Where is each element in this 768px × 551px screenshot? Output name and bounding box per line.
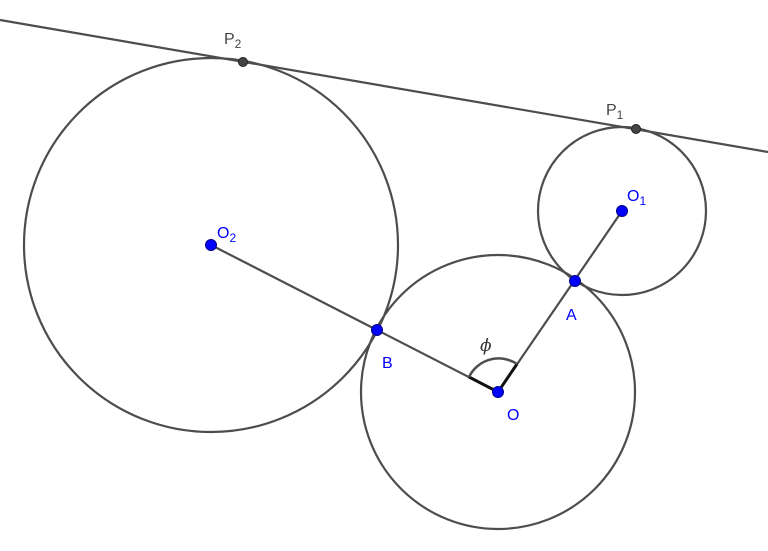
- label-p2: P2: [224, 31, 242, 51]
- label-o1: O1: [627, 188, 646, 208]
- circle-o: [359, 253, 637, 531]
- point-o[interactable]: [492, 386, 504, 398]
- label-o: O: [507, 407, 519, 424]
- segment-o1-o: [497, 210, 623, 393]
- point-o2[interactable]: [205, 239, 217, 251]
- angle-phi-arc: [467, 357, 518, 378]
- angle-phi-label: ϕ: [480, 336, 492, 356]
- segment-o2-o: [210, 244, 499, 393]
- point-o1[interactable]: [616, 205, 628, 217]
- circle-o1: [536, 125, 708, 297]
- label-b: B: [382, 355, 393, 372]
- point-p2[interactable]: [238, 57, 248, 67]
- label-a: A: [566, 307, 577, 324]
- point-a[interactable]: [569, 275, 581, 287]
- circle-o2: [22, 56, 400, 434]
- label-o2: O2: [217, 225, 236, 245]
- point-p1[interactable]: [631, 124, 641, 134]
- label-p1: P1: [606, 102, 624, 122]
- point-b[interactable]: [371, 324, 383, 336]
